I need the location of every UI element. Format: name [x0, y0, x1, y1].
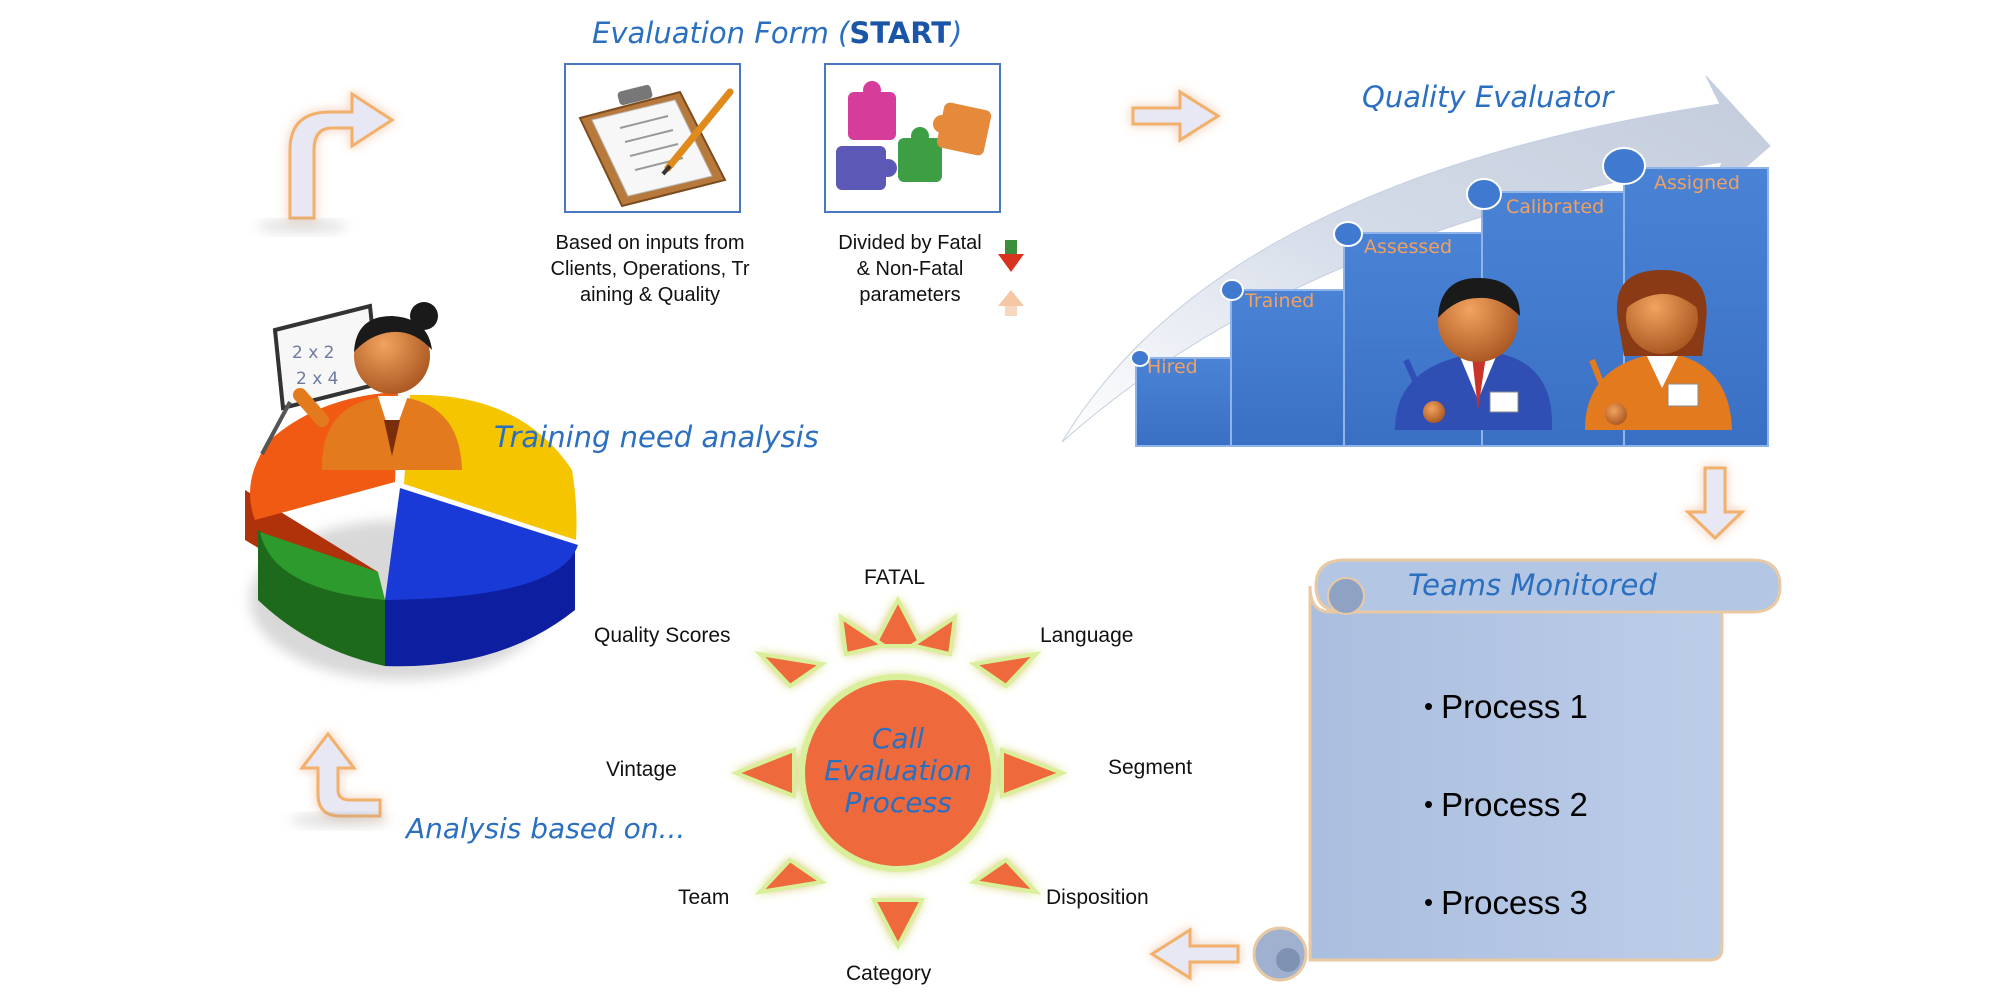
pie-chart-icon	[245, 392, 578, 680]
sun-center-label: Call Evaluation Process	[824, 722, 972, 819]
sun-center	[799, 674, 997, 872]
step-hired: Hired	[1147, 356, 1198, 378]
red-down-arrow-icon	[998, 240, 1024, 272]
peach-up-arrow-icon	[998, 290, 1024, 316]
arrow-left-icon	[1149, 927, 1240, 981]
process-item: •Process 2	[1424, 786, 1588, 823]
evaluation-form-title: Evaluation Form (START)	[592, 16, 963, 50]
spoke-language: Language	[1040, 624, 1134, 647]
spoke-vintage: Vintage	[606, 758, 677, 781]
teams-scroll	[1252, 558, 1782, 982]
svg-text:Call: Call	[872, 722, 924, 755]
spoke-quality-scores: Quality Scores	[594, 624, 731, 647]
male-evaluator-icon	[1395, 278, 1553, 430]
spoke-fatal: FATAL	[864, 566, 926, 589]
evaluation-inputs-caption: Based on inputs from Clients, Operations…	[550, 232, 750, 306]
svg-text:2 x 4: 2 x 4	[296, 369, 339, 389]
svg-text:2 x 2: 2 x 2	[292, 343, 335, 363]
analysis-title: Analysis based on...	[406, 812, 686, 845]
clipboard-checklist-icon	[578, 84, 734, 208]
quality-evaluator-title: Quality Evaluator	[1362, 80, 1614, 114]
process-item: •Process 1	[1424, 688, 1588, 725]
step-trained: Trained	[1245, 290, 1315, 312]
teams-monitored-title: Teams Monitored	[1408, 568, 1657, 602]
spoke-segment: Segment	[1108, 756, 1193, 779]
step-assigned: Assigned	[1654, 172, 1740, 194]
spoke-team: Team	[678, 886, 730, 909]
sun-rays	[730, 595, 1068, 951]
svg-text:Evaluation: Evaluation	[824, 754, 972, 787]
spoke-category: Category	[846, 962, 932, 985]
trainer-at-whiteboard-icon: 2 x 2 2 x 4	[260, 302, 462, 470]
arrow-up-left-icon	[298, 731, 382, 818]
parameters-caption: Divided by Fatal & Non-Fatal parameters	[838, 232, 982, 306]
female-evaluator-icon	[1585, 270, 1732, 430]
arrow-down-icon	[1684, 466, 1746, 541]
step-assessed: Assessed	[1364, 236, 1453, 258]
arrow-up-right-icon	[288, 91, 395, 220]
step-calibrated: Calibrated	[1506, 196, 1605, 218]
spoke-disposition: Disposition	[1046, 886, 1149, 909]
training-need-title: Training need analysis	[494, 420, 819, 454]
arrow-right-icon	[1131, 89, 1221, 143]
svg-text:Process: Process	[844, 786, 951, 819]
process-item: •Process 3	[1424, 884, 1588, 921]
puzzle-pieces-icon	[836, 81, 992, 190]
